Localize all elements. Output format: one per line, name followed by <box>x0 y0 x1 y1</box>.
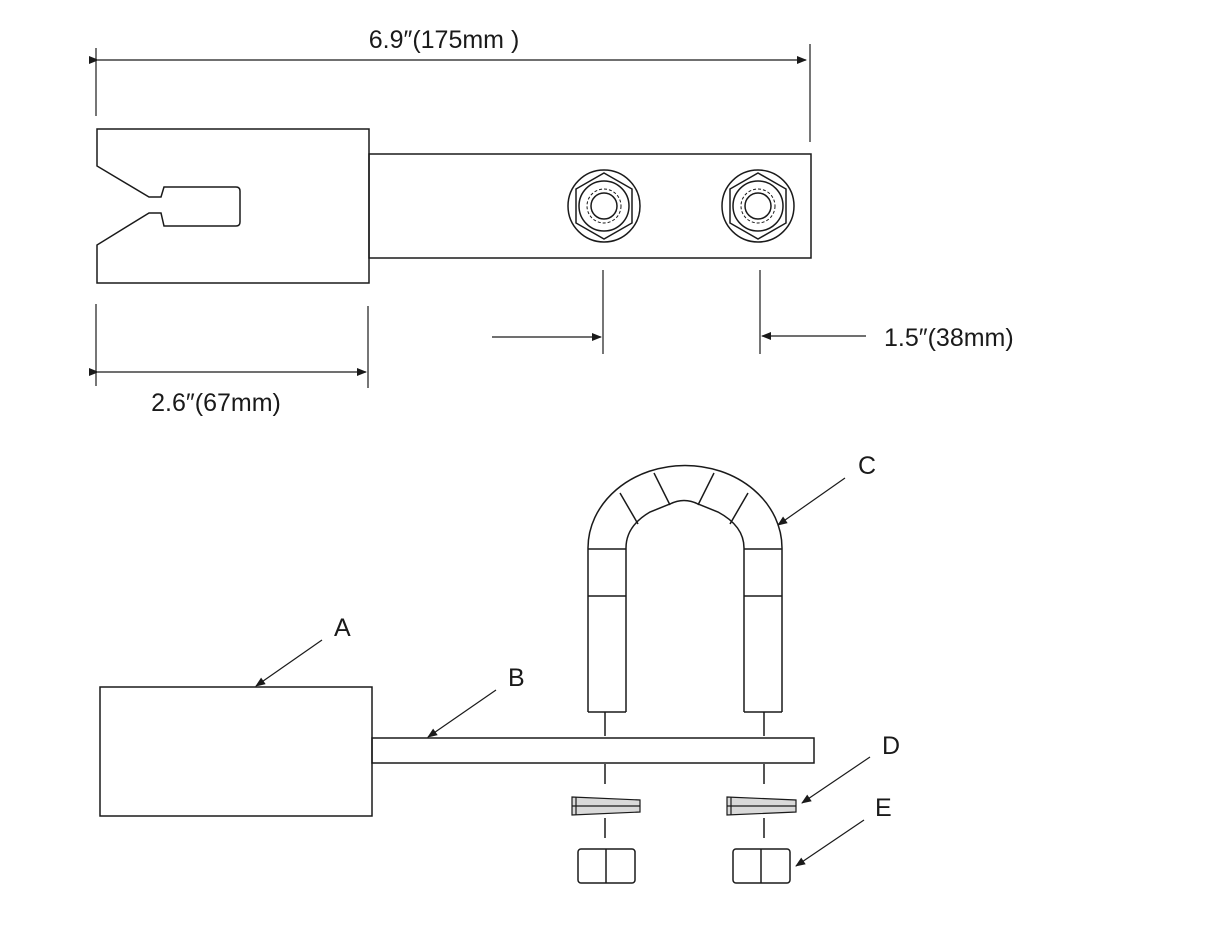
u-bolt-outer-outline <box>587 464 783 712</box>
part-b-bar <box>371 737 815 764</box>
label-a: A <box>255 614 351 687</box>
overall-length-dimension: 6.9″(175mm ) <box>89 26 811 142</box>
hole-spacing-label: 1.5″(38mm) <box>884 324 1014 352</box>
part-d-lock-washer-left <box>571 796 641 816</box>
block-length-dimension: 2.6″(67mm) <box>89 304 369 417</box>
hole-spacing-dimension: 1.5″(38mm) <box>492 270 1014 354</box>
label-e-text: E <box>875 794 892 822</box>
hex-nut-right-top <box>721 169 795 243</box>
block-length-label: 2.6″(67mm) <box>151 389 281 417</box>
label-d-text: D <box>882 732 900 760</box>
part-d-lock-washer-right <box>726 796 797 816</box>
part-c-u-bolt <box>587 464 783 736</box>
label-c: C <box>777 452 876 526</box>
overall-length-label: 6.9″(175mm ) <box>369 26 520 54</box>
part-a-block <box>99 686 373 817</box>
top-view: 6.9″(175mm ) 1.5″(38mm) <box>89 26 1014 417</box>
label-a-text: A <box>334 614 351 642</box>
block-top-view <box>96 128 370 284</box>
label-e: E <box>795 794 892 867</box>
label-d: D <box>801 732 900 804</box>
side-view: A B C D E <box>99 452 900 884</box>
bar-top-view <box>368 153 812 259</box>
label-b-text: B <box>508 664 525 692</box>
u-bolt-inner-outline <box>625 499 745 712</box>
hex-nut-left-top <box>567 169 641 243</box>
label-b: B <box>427 664 525 738</box>
label-c-text: C <box>858 452 876 480</box>
part-e-hex-nut-right <box>732 848 791 884</box>
part-e-hex-nut-left <box>577 848 636 884</box>
